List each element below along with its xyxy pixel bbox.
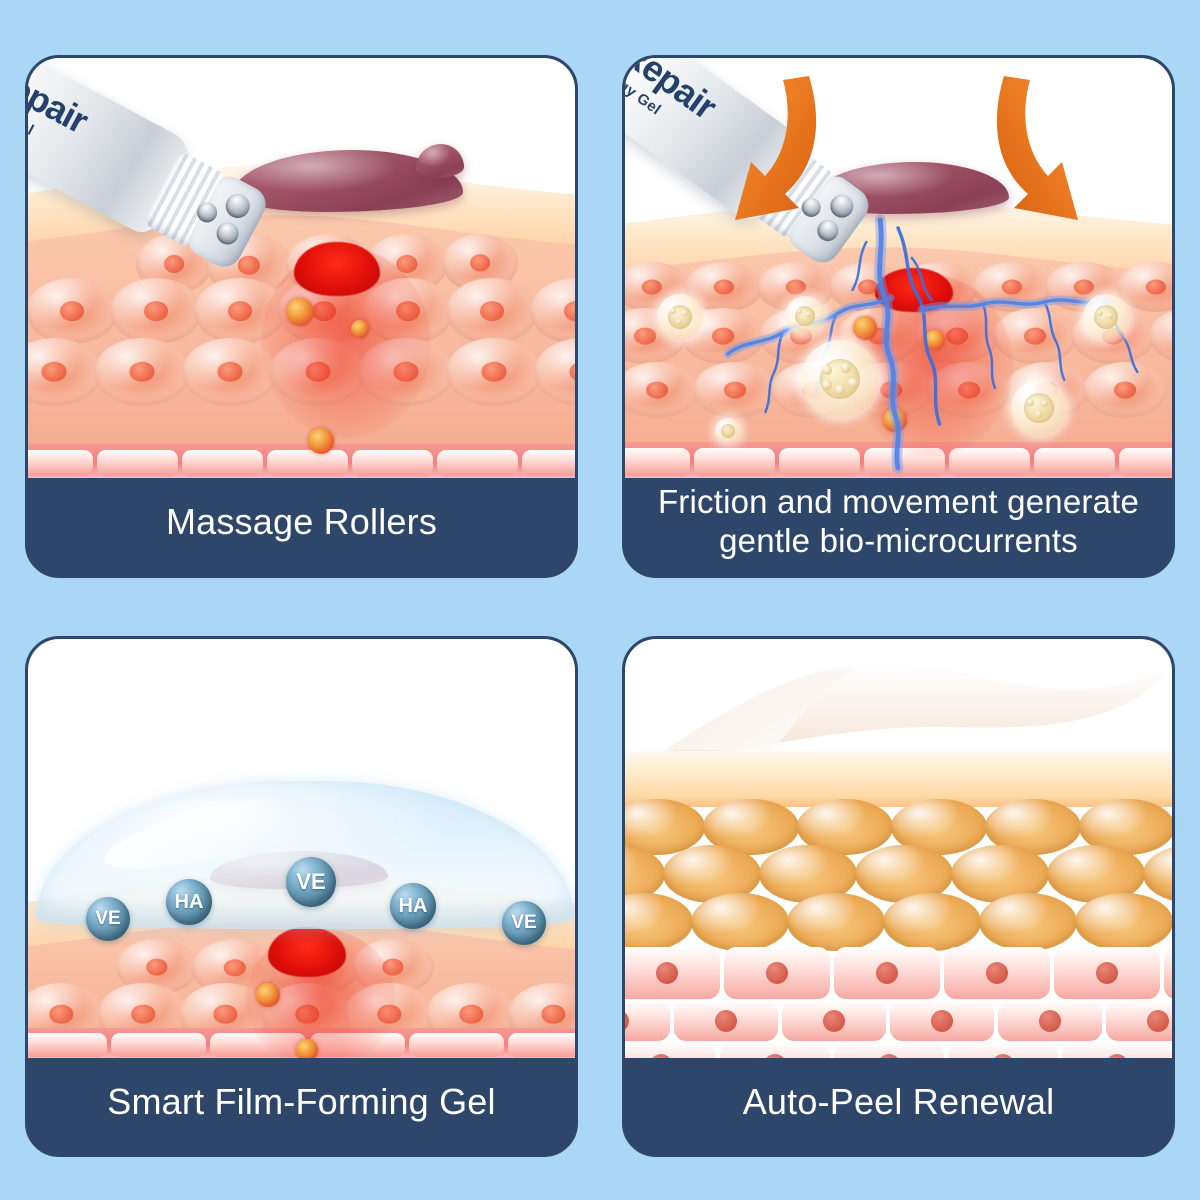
panel-1-caption-text: Massage Rollers	[165, 501, 438, 543]
microcurrent-bolts	[723, 214, 1139, 474]
wound-core	[294, 242, 381, 296]
ingredient-badge-label: VE	[511, 912, 537, 933]
panel-4-caption: Auto-Peel Renewal	[625, 1058, 1172, 1154]
ingredient-badge-label: VE	[296, 869, 326, 894]
liposome-particle	[1083, 294, 1129, 340]
ingredient-badge-ve-center: VE	[286, 857, 336, 907]
basal-cell-row	[28, 450, 575, 476]
ingredient-badge-ha-right: HA	[390, 883, 436, 929]
panel-bio-microcurrents: arRepair Tri-Energy Gel	[622, 55, 1175, 578]
panel-2-caption-text: Friction and movement generate gentle bi…	[657, 482, 1140, 559]
panel-1-caption: Massage Rollers	[28, 478, 575, 575]
bacteria-particle	[308, 428, 335, 454]
motion-arrow-left-icon	[681, 70, 841, 230]
panel-auto-peel-renewal: Auto-Peel Renewal	[622, 636, 1175, 1157]
scar-tissue-nodule	[416, 144, 464, 178]
bacteria-particle	[925, 330, 946, 350]
panel-3-caption-text: Smart Film-Forming Gel	[107, 1080, 496, 1122]
ingredient-badge-label: HA	[174, 890, 204, 913]
liposome-particle	[657, 294, 703, 340]
granular-cell-row	[625, 893, 1172, 951]
panel-4-illustration	[625, 639, 1172, 1058]
panel-4-caption-text: Auto-Peel Renewal	[742, 1080, 1055, 1122]
panel-1-illustration: arRepair Tri-Energy Gel	[28, 58, 575, 478]
bacteria-particle	[351, 320, 370, 338]
panel-smart-film-forming-gel: VE HA VE HA VE Smart Film-Forming Gel	[25, 636, 578, 1157]
liposome-particle	[801, 340, 879, 418]
wound-core	[268, 927, 347, 977]
bacteria-particle	[286, 298, 315, 326]
panel-3-caption: Smart Film-Forming Gel	[28, 1058, 575, 1154]
motion-arrow-right-icon	[972, 70, 1132, 230]
ingredient-badge-label: VE	[95, 908, 121, 929]
panel-massage-rollers: arRepair Tri-Energy Gel Massage Rollers	[25, 55, 578, 578]
bacteria-particle	[853, 316, 878, 340]
ingredient-badge-ha: HA	[166, 879, 212, 925]
basal-capsule-row	[625, 1043, 1172, 1058]
panel-2-illustration: arRepair Tri-Energy Gel	[625, 58, 1172, 478]
liposome-particle	[1011, 380, 1067, 436]
panel-2-caption: Friction and movement generate gentle bi…	[625, 478, 1172, 575]
basal-cell-row	[625, 448, 1172, 476]
basal-capsule-row	[625, 1001, 1172, 1041]
ingredient-badge-label: HA	[398, 894, 428, 917]
bacteria-particle	[256, 983, 281, 1007]
panel-3-illustration: VE HA VE HA VE	[28, 639, 575, 1058]
ingredient-badge-ve-right: VE	[502, 901, 546, 945]
stratum-corneum-layer	[625, 751, 1172, 807]
liposome-particle	[785, 296, 825, 336]
basal-capsule-row	[625, 947, 1172, 999]
ingredient-badge-ve: VE	[86, 897, 130, 941]
peeling-film	[664, 662, 1168, 761]
liposome-particle	[715, 418, 741, 444]
bacteria-particle	[296, 1039, 319, 1058]
